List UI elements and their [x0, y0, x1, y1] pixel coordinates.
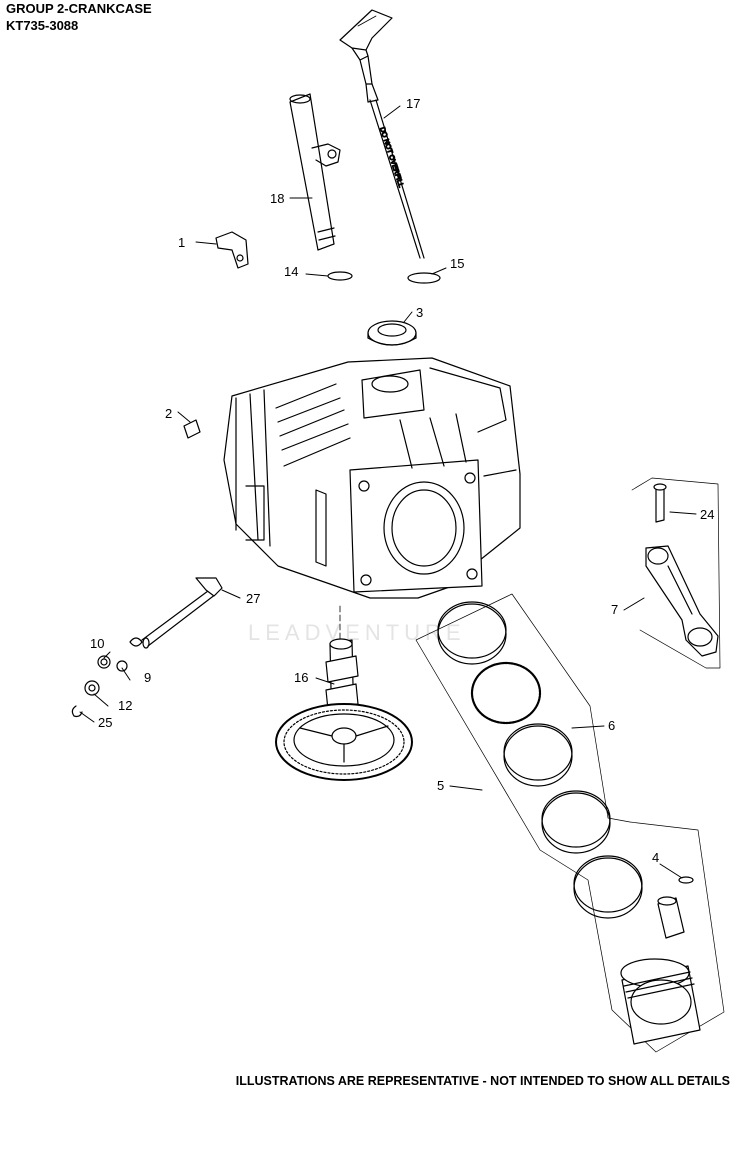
part-o-ring-14[interactable]	[327, 271, 353, 281]
part-washer-9[interactable]	[116, 660, 128, 672]
callout-12[interactable]: 12	[118, 698, 132, 713]
callout-7[interactable]: 7	[611, 602, 618, 617]
leader-lines	[79, 105, 697, 879]
part-piston-pin[interactable]	[657, 896, 685, 939]
part-oil-seal[interactable]	[367, 320, 417, 346]
callout-18[interactable]: 18	[270, 191, 284, 206]
dipstick-label: DO NOT OVERFILL	[378, 126, 404, 188]
callout-24[interactable]: 24	[700, 507, 714, 522]
callout-2[interactable]: 2	[165, 406, 172, 421]
part-washer-12[interactable]	[84, 680, 100, 696]
callout-4[interactable]: 4	[652, 850, 659, 865]
callout-25[interactable]: 25	[98, 715, 112, 730]
part-piston[interactable]	[620, 958, 701, 1045]
callout-17[interactable]: 17	[406, 96, 420, 111]
callout-15[interactable]: 15	[450, 256, 464, 271]
callout-16[interactable]: 16	[294, 670, 308, 685]
part-retaining-ring-25[interactable]	[71, 705, 83, 718]
watermark: LEADVENTURE	[248, 620, 466, 645]
part-nut-10[interactable]	[97, 655, 111, 669]
callout-3[interactable]: 3	[416, 305, 423, 320]
callout-1[interactable]: 1	[178, 235, 185, 250]
part-dipstick-tube[interactable]	[289, 93, 341, 251]
ring-kit-outline	[415, 593, 725, 1053]
part-o-ring-15[interactable]	[407, 272, 441, 284]
part-dowel-pin[interactable]	[183, 419, 201, 439]
callout-14[interactable]: 14	[284, 264, 298, 279]
part-pin-retainer[interactable]	[678, 876, 694, 884]
callout-27[interactable]: 27	[246, 591, 260, 606]
callout-labels: 1 2 3 4 5 6 7 9 10 12 14 15 16 17 18 24 …	[90, 96, 714, 865]
callout-10[interactable]: 10	[90, 636, 104, 651]
part-camshaft[interactable]	[275, 605, 413, 781]
group-title: GROUP 2-CRANKCASE	[6, 1, 152, 16]
callout-5[interactable]: 5	[437, 778, 444, 793]
part-bracket[interactable]	[215, 231, 249, 269]
part-dipstick[interactable]: DO NOT OVERFILL	[339, 9, 425, 259]
model-number: KT735-3088	[6, 18, 79, 33]
part-crankcase[interactable]	[223, 357, 521, 599]
part-connecting-rod[interactable]	[645, 483, 719, 657]
callout-6[interactable]: 6	[608, 718, 615, 733]
disclaimer-note: ILLUSTRATIONS ARE REPRESENTATIVE - NOT I…	[235, 1074, 730, 1088]
part-piston-rings[interactable]	[437, 601, 643, 919]
callout-9[interactable]: 9	[144, 670, 151, 685]
rod-kit-outline	[631, 477, 721, 669]
part-governor-shaft[interactable]	[129, 577, 223, 649]
